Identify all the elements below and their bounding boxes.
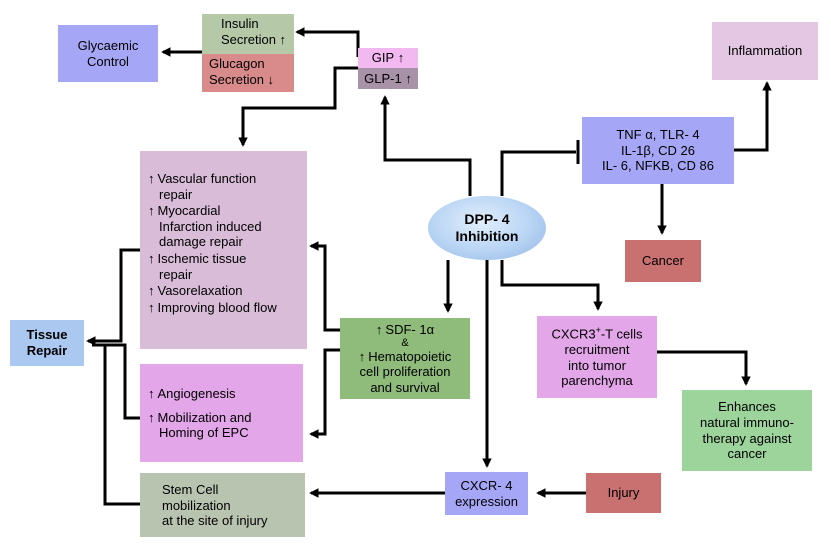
cxcr4-line-2: expression xyxy=(455,493,518,509)
glycaemic-line-2: Control xyxy=(87,53,129,69)
angio-item-2-rest: Homing of EPC xyxy=(159,425,249,441)
immuno-line-1: Enhances xyxy=(718,399,776,415)
sdf-line-2: & xyxy=(401,336,409,349)
sdf-line-1: SDF- 1α xyxy=(340,322,470,338)
arrow-glp1-to-repair xyxy=(238,66,358,147)
repair-item-2-rest: Infarction induced damage repair xyxy=(159,218,262,250)
injury-label: Injury xyxy=(607,485,640,501)
tissue-repair-line-1: Tissue xyxy=(26,327,68,343)
stemcell-line-1: Stem Cell xyxy=(162,482,219,497)
cxcr3-line-3: into tumor xyxy=(568,357,626,373)
glycaemic-control-box: Glycaemic Control xyxy=(58,25,158,82)
repair-item-5: Improving blood flow xyxy=(148,300,299,316)
insulin-line-1: Insulin xyxy=(221,16,259,31)
angio-item-2: Mobilization and Homing of EPC xyxy=(148,410,295,441)
cxcr3-line-1: CXCR3+-T cells xyxy=(552,325,643,342)
stemcell-line-2: mobilization xyxy=(162,497,231,513)
repair-item-3-rest: repair xyxy=(159,266,193,282)
repair-item-2-first: Myocardial xyxy=(148,203,220,218)
glp1-label: GLP-1 xyxy=(364,71,412,87)
arrow-gip-to-insulin xyxy=(295,27,360,57)
glycaemic-line-1: Glycaemic xyxy=(77,37,139,53)
gip-box: GIP xyxy=(358,48,418,68)
insulin-line-2: Secretion xyxy=(221,32,294,48)
repair-item-3-first: Ischemic tissue xyxy=(148,251,246,266)
inflammation-label: Inflammation xyxy=(727,43,803,59)
cxcr3-suffix: -T cells xyxy=(600,326,643,342)
immuno-line-4: cancer xyxy=(727,446,767,462)
arrow-stemcell-to-tissue xyxy=(92,343,140,506)
glp1-box: GLP-1 xyxy=(358,68,418,89)
angio-item-1-first: Angiogenesis xyxy=(148,386,236,401)
arrow-cxcr3-to-immuno xyxy=(657,350,751,386)
cxcr4-expression-box: CXCR- 4 expression xyxy=(445,472,528,515)
inflammation-box: Inflammation xyxy=(712,22,818,80)
angio-item-1: Angiogenesis xyxy=(148,386,295,402)
repair-item-2: Myocardial Infarction induced damage rep… xyxy=(148,203,299,250)
inhibit-dpp4-to-cytokines xyxy=(500,150,576,196)
cytokines-box: TNF α, TLR- 4 IL-1β, CD 26 IL- 6, NFKB, … xyxy=(582,117,734,184)
repair-item-4-first: Vasorelaxation xyxy=(148,283,243,298)
repair-item-5-first: Improving blood flow xyxy=(148,300,277,315)
angiogenesis-box: Angiogenesis Mobilization and Homing of … xyxy=(140,364,303,462)
dpp4-line-1: DPP- 4 xyxy=(464,211,510,228)
arrow-sdf-to-repair xyxy=(309,241,340,332)
sdf-line-5: and survival xyxy=(370,379,440,395)
tissue-repair-box: Tissue Repair xyxy=(10,320,84,366)
sdf-line-3: Hematopoietic xyxy=(340,349,470,365)
arrow-cytokines-to-inflammation xyxy=(734,81,772,152)
cxcr3-line-2: recruitment xyxy=(564,342,630,358)
repair-item-1: Vascular function repair xyxy=(148,171,299,202)
cxcr4-line-1: CXCR- 4 xyxy=(460,477,513,493)
dpp4-inhibition-ellipse: DPP- 4 Inhibition xyxy=(428,196,546,260)
arrow-angio-to-tissue xyxy=(92,343,140,420)
cytokines-line-3: IL- 6, NFKB, CD 86 xyxy=(602,158,714,174)
cxcr3-tcells-box: CXCR3+-T cells recruitment into tumor pa… xyxy=(537,316,657,398)
cxcr3-sup: + xyxy=(595,325,601,336)
tissue-repair-line-2: Repair xyxy=(26,343,68,358)
cxcr3-line-4: parenchyma xyxy=(561,373,633,389)
glucagon-secretion-box: Glucagon Secretion xyxy=(202,54,294,92)
immuno-line-2: natural immuno- xyxy=(700,414,794,430)
injury-box: Injury xyxy=(586,473,661,513)
angio-item-2-first: Mobilization and xyxy=(148,410,251,425)
repair-item-1-rest: repair xyxy=(159,186,193,202)
cancer-box: Cancer xyxy=(625,240,701,282)
arrow-repair-to-tissue xyxy=(86,248,140,346)
repair-item-1-first: Vascular function xyxy=(148,171,256,186)
arrow-dpp4-to-glp1 xyxy=(380,95,472,196)
immunotherapy-box: Enhances natural immuno- therapy against… xyxy=(682,390,812,471)
sdf-hematopoietic-box: SDF- 1α & Hematopoietic cell proliferati… xyxy=(340,318,470,399)
cytokines-line-2: IL-1β, CD 26 xyxy=(621,142,695,158)
insulin-secretion-box: Insulin Secretion xyxy=(202,14,294,54)
cxcr3-prefix: CXCR3 xyxy=(551,326,596,342)
cancer-label: Cancer xyxy=(642,253,684,269)
dpp4-line-2: Inhibition xyxy=(455,228,519,244)
stemcell-line-3: at the site of injury xyxy=(162,513,268,529)
glucagon-line-1: Glucagon xyxy=(209,56,265,71)
immuno-line-3: therapy against xyxy=(702,430,792,446)
sdf-line-4: cell proliferation xyxy=(359,364,451,380)
repair-item-3: Ischemic tissue repair xyxy=(148,251,299,282)
repair-benefits-box: Vascular function repair Myocardial Infa… xyxy=(140,151,307,349)
glucagon-line-2: Secretion xyxy=(209,72,294,88)
stem-cell-box: Stem Cell mobilization at the site of in… xyxy=(140,473,305,537)
gip-label: GIP xyxy=(372,50,405,66)
arrow-sdf-to-angio xyxy=(309,348,340,439)
repair-item-4: Vasorelaxation xyxy=(148,283,299,299)
cytokines-line-1: TNF α, TLR- 4 xyxy=(616,127,700,143)
arrow-dpp4-to-cxcr3 xyxy=(500,260,603,311)
